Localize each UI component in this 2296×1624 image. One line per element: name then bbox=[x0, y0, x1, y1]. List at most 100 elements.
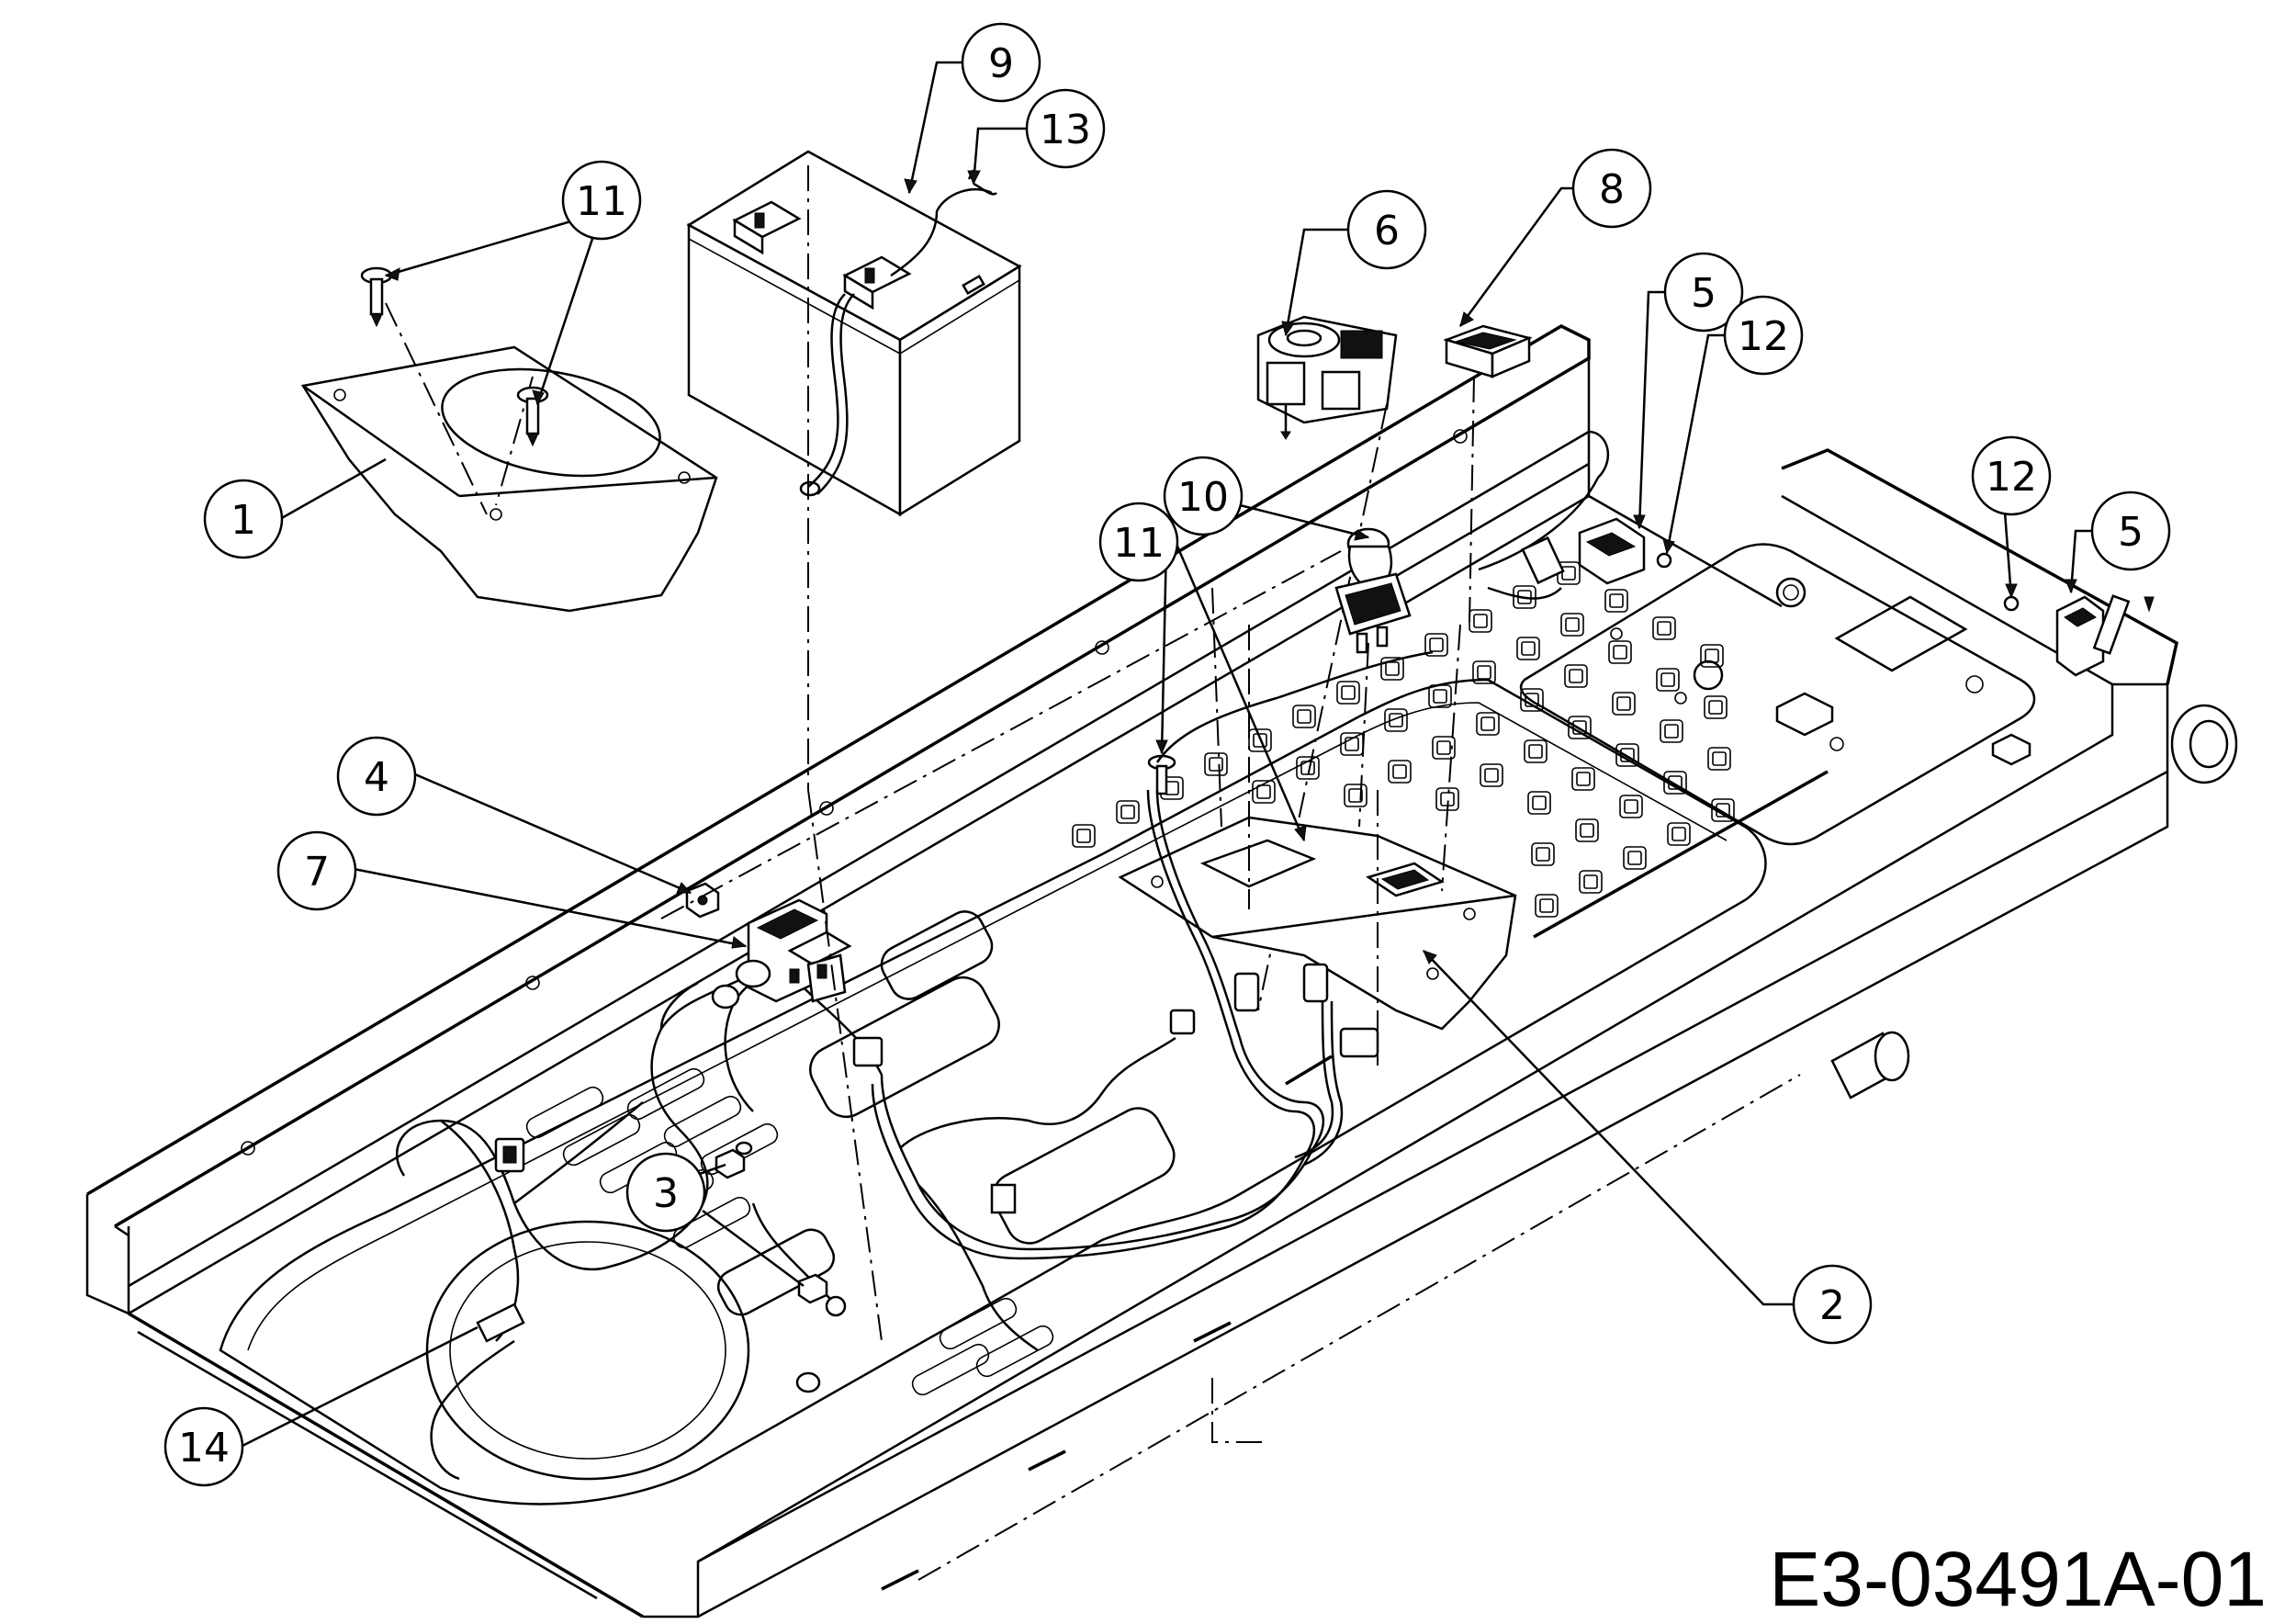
callout-11-top-label: 11 bbox=[576, 178, 627, 225]
floor-perforation bbox=[1571, 767, 1595, 791]
floor-perforation bbox=[1660, 719, 1683, 743]
floor-perforation bbox=[1711, 798, 1735, 822]
floor-perforation-inner bbox=[1580, 823, 1594, 838]
callout-14: 14 bbox=[163, 1406, 244, 1487]
floor-perforation bbox=[1116, 800, 1140, 824]
floor-perforation bbox=[1608, 640, 1632, 664]
floor-perforation bbox=[1424, 633, 1448, 657]
floor-perforation-inner bbox=[1532, 795, 1547, 810]
floor-perforation bbox=[1469, 609, 1492, 633]
chassis-frame bbox=[85, 324, 2238, 1618]
floor-perforation bbox=[1564, 664, 1588, 688]
floor-perforation bbox=[1535, 894, 1559, 918]
floor-perforation-inner bbox=[1624, 799, 1638, 814]
floor-perforation bbox=[1380, 657, 1404, 681]
floor-perforation bbox=[1612, 692, 1636, 716]
floor-perforation bbox=[1700, 644, 1724, 668]
callout-13-label: 13 bbox=[1040, 107, 1091, 153]
floor-perforation-inner bbox=[1576, 772, 1591, 786]
floor-perforation-inner bbox=[1668, 775, 1683, 790]
callout-3-label: 3 bbox=[653, 1170, 679, 1217]
callout-9-label: 9 bbox=[988, 40, 1014, 87]
floor-perforation-inner bbox=[1341, 685, 1356, 700]
floor-perforation bbox=[1476, 712, 1500, 736]
floor-perforation-inner bbox=[1528, 744, 1543, 759]
floor-perforation-inner bbox=[1561, 566, 1576, 581]
floor-perforation bbox=[1604, 589, 1628, 613]
part-10-pto-knob bbox=[1334, 527, 1412, 828]
floor-perforation-inner bbox=[1572, 720, 1587, 735]
floor-perforation-inner bbox=[1565, 617, 1580, 632]
floor-perforation bbox=[1667, 822, 1691, 846]
floor-perforation bbox=[1072, 824, 1096, 848]
floor-perforation bbox=[1296, 756, 1320, 780]
floor-perforation-inner bbox=[1436, 740, 1451, 755]
floor-perforation bbox=[1384, 708, 1408, 732]
floor-perforation-inner bbox=[1389, 713, 1403, 727]
floor-perforation bbox=[1560, 613, 1584, 637]
floor-perforation bbox=[1204, 752, 1228, 776]
callout-14-label: 14 bbox=[178, 1425, 230, 1472]
floor-perforation bbox=[1432, 736, 1456, 760]
floor-perforation bbox=[1336, 681, 1360, 705]
floor-perforation-inner bbox=[1660, 672, 1675, 687]
floor-perforation bbox=[1248, 728, 1272, 752]
floor-perforation-inner bbox=[1477, 665, 1491, 680]
part-7-solenoid bbox=[711, 898, 852, 1009]
perforated-floor bbox=[1072, 561, 1735, 918]
callout-4-label: 4 bbox=[364, 754, 389, 801]
floor-perforation-inner bbox=[1297, 709, 1311, 724]
floor-perforation-inner bbox=[1583, 874, 1598, 889]
floor-perforation-inner bbox=[1716, 803, 1730, 818]
callout-9: 9 bbox=[961, 22, 1041, 103]
callout-6-label: 6 bbox=[1374, 208, 1400, 254]
callout-10-label: 10 bbox=[1177, 474, 1229, 521]
floor-perforation-inner bbox=[1627, 851, 1642, 865]
part-4-nut bbox=[685, 882, 720, 919]
floor-perforation bbox=[1428, 684, 1452, 708]
floor-perforation bbox=[1344, 784, 1367, 807]
floor-perforation bbox=[1623, 846, 1647, 870]
callout-1: 1 bbox=[203, 479, 284, 559]
floor-perforation-inner bbox=[1345, 737, 1359, 751]
floor-perforation bbox=[1527, 791, 1551, 815]
callout-12-upper: 12 bbox=[1723, 295, 1804, 376]
grate-left bbox=[525, 1067, 1054, 1396]
part-2-console-bracket bbox=[1118, 624, 1517, 1031]
callout-5-right: 5 bbox=[2090, 491, 2171, 571]
callout-11-center-label: 11 bbox=[1113, 520, 1165, 567]
floor-perforation-inner bbox=[1525, 693, 1539, 707]
floor-perforation-inner bbox=[1385, 661, 1400, 676]
floor-perforation-inner bbox=[1433, 689, 1447, 704]
floor-perforation bbox=[1652, 616, 1676, 640]
floor-perforation-inner bbox=[1616, 696, 1631, 711]
callout-1-label: 1 bbox=[231, 497, 256, 544]
floor-perforation bbox=[1579, 870, 1603, 894]
callout-5-upper-label: 5 bbox=[1691, 270, 1716, 317]
callout-5-upper: 5 bbox=[1663, 252, 1744, 333]
part-5-connectors bbox=[1578, 517, 2155, 677]
callout-11-top: 11 bbox=[561, 160, 642, 241]
floor-perforation bbox=[1516, 637, 1540, 660]
callout-3: 3 bbox=[625, 1152, 706, 1233]
floor-perforation-inner bbox=[1657, 621, 1671, 636]
floor-perforation bbox=[1520, 688, 1544, 712]
part-6-switch-panel bbox=[1256, 315, 1398, 1011]
floor-perforation-inner bbox=[1256, 784, 1271, 799]
callout-12-right: 12 bbox=[1971, 435, 2052, 516]
floor-perforation bbox=[1656, 668, 1680, 692]
floor-perforation-inner bbox=[1253, 733, 1267, 748]
part-14-bracket bbox=[476, 1303, 525, 1343]
part-9-battery bbox=[686, 150, 1022, 790]
floor-perforation-inner bbox=[1209, 757, 1223, 772]
floor-perforation-inner bbox=[1300, 761, 1315, 775]
floor-perforation-inner bbox=[1664, 724, 1679, 739]
callout-13: 13 bbox=[1025, 88, 1106, 169]
floor-perforation bbox=[1575, 818, 1599, 842]
floor-perforation bbox=[1513, 585, 1536, 609]
part-8-switch bbox=[1443, 324, 1533, 626]
floor-perforation bbox=[1531, 842, 1555, 866]
floor-perforation bbox=[1568, 716, 1592, 739]
